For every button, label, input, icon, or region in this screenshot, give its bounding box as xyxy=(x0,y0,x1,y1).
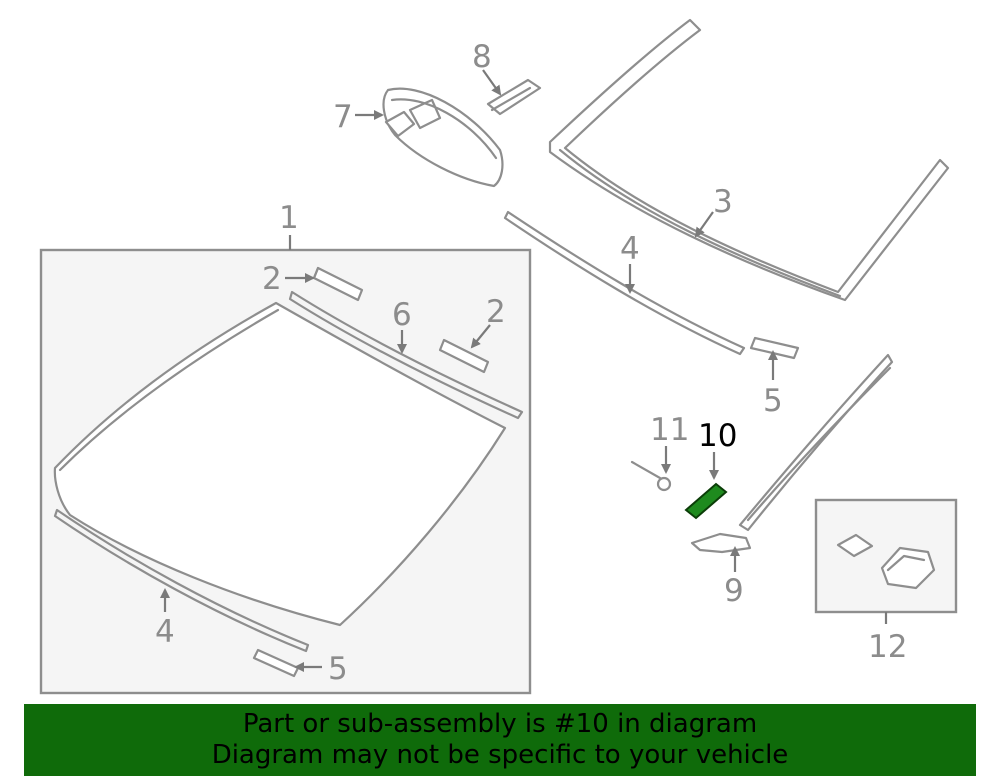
sensor-12 xyxy=(880,546,936,590)
clip-5-right xyxy=(749,336,800,360)
callout-1: 1 xyxy=(279,200,299,236)
spacer-2-right xyxy=(438,338,490,374)
fastener-11 xyxy=(630,460,662,480)
rear-view-mirror-7 xyxy=(382,87,504,188)
pillar-molding-9 xyxy=(738,353,894,532)
callout-12: 12 xyxy=(868,629,907,665)
callout-4-right: 4 xyxy=(620,231,640,267)
part-12-box xyxy=(814,498,958,614)
callout-11: 11 xyxy=(650,412,689,448)
highlighted-part-10 xyxy=(684,482,728,520)
sensor-pad-12 xyxy=(836,533,874,558)
callout-4-box: 4 xyxy=(155,614,175,650)
weatherstrip-3 xyxy=(548,18,950,302)
callout-5-box: 5 xyxy=(328,651,348,687)
callout-2-left: 2 xyxy=(262,261,282,297)
windshield-glass xyxy=(53,301,507,627)
upper-molding-6 xyxy=(288,290,524,420)
clip-5-box xyxy=(252,648,300,678)
callout-8: 8 xyxy=(472,39,492,75)
callout-9: 9 xyxy=(724,573,744,609)
callout-5-right: 5 xyxy=(763,383,783,419)
callout-10: 10 xyxy=(698,418,737,454)
callout-6: 6 xyxy=(392,297,412,333)
callout-2-right: 2 xyxy=(486,294,506,330)
banner-line-1: Part or sub-assembly is #10 in diagram xyxy=(242,709,758,739)
parts-diagram: 1 6 2 2 4 5 7 8 3 4 5 9 xyxy=(39,18,958,695)
callout-3: 3 xyxy=(713,184,733,220)
lower-molding-4-right xyxy=(503,210,746,356)
callout-7: 7 xyxy=(333,99,353,135)
lower-molding-4-box xyxy=(53,508,310,653)
banner-line-2: Diagram may not be specific to your vehi… xyxy=(211,740,789,770)
info-banner: Part or sub-assembly is #10 in diagram D… xyxy=(24,704,976,776)
